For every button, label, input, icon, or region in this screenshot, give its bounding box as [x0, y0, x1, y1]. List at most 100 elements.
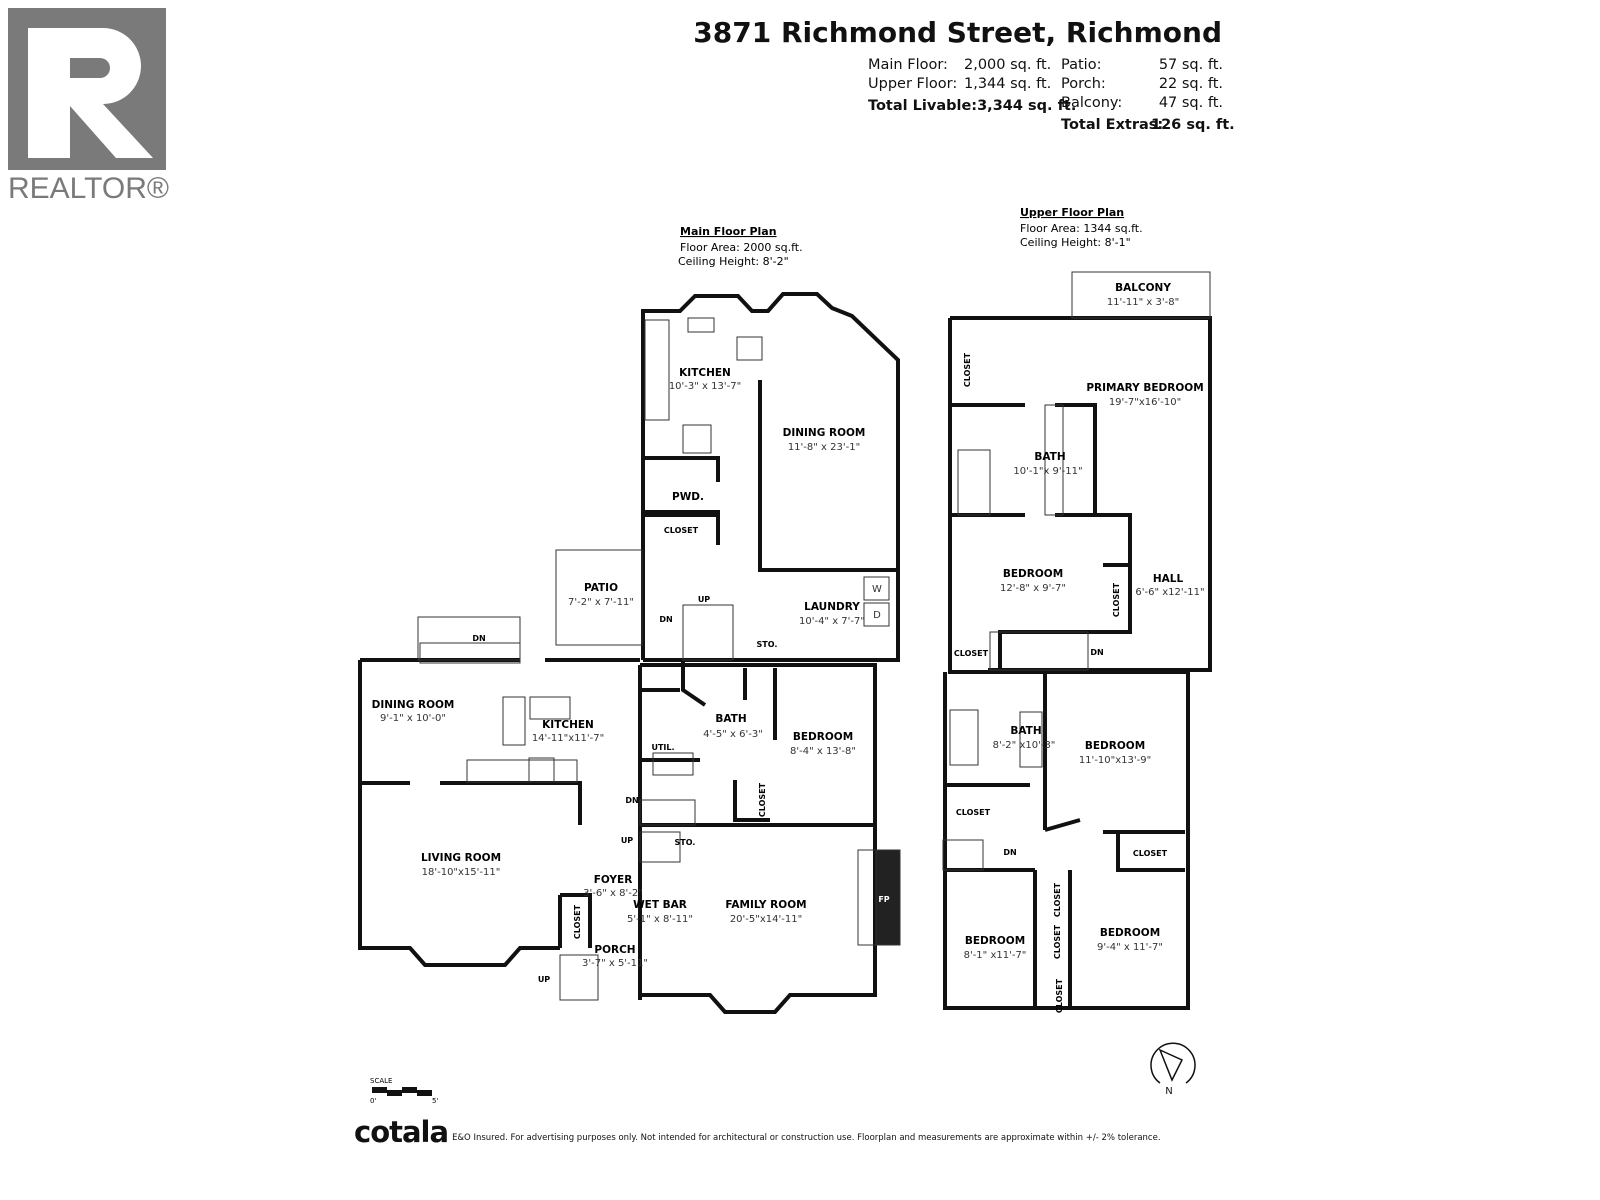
room-name: CLOSET — [664, 526, 699, 535]
room-dims: 14'-11"x11'-7" — [532, 733, 604, 744]
room-name: BEDROOM — [793, 731, 853, 743]
main-floor-ceiling: Ceiling Height: 8'-2" — [678, 255, 789, 268]
room-dims: 9'-4" x 11'-7" — [1097, 942, 1163, 953]
area-row: Main Floor: 2,000 sq. ft. — [868, 56, 1076, 75]
room-dims: 5'-1" x 8'-11" — [627, 914, 693, 925]
stairs-down-label: DN — [1090, 648, 1103, 657]
room-dims: 11'-10"x13'-9" — [1079, 755, 1151, 766]
area-label: Upper Floor: — [868, 76, 958, 92]
stairs-down-label: DN — [1003, 848, 1016, 857]
stairs-up-label: UP — [621, 836, 633, 845]
main-floor-area: Floor Area: 2000 sq.ft. — [680, 241, 803, 254]
room-name: BEDROOM — [965, 935, 1025, 947]
disclaimer: E&O Insured. For advertising purposes on… — [452, 1133, 1161, 1143]
upper-floor-heading: Upper Floor Plan — [1020, 206, 1124, 219]
room-name: CLOSET — [1133, 849, 1168, 858]
area-row: Balcony:47 sq. ft. — [1061, 94, 1223, 113]
stairs-up-label: UP — [698, 595, 710, 604]
area-value: 22 sq. ft. — [1158, 76, 1223, 92]
room-name: DINING ROOM — [372, 699, 455, 711]
room-name: CLOSET — [573, 904, 582, 939]
dryer-label: D — [873, 610, 881, 621]
room-name: CLOSET — [1053, 924, 1062, 959]
room-dims: 7'-2" x 7'-11" — [568, 597, 634, 608]
upper-floor-fixtures — [942, 271, 1211, 871]
room-name: PATIO — [584, 582, 618, 594]
room-dims: 10'-1"x 9'-11" — [1013, 466, 1082, 477]
room-dims: 19'-7"x16'-10" — [1109, 397, 1181, 408]
room-name: BALCONY — [1115, 282, 1171, 294]
balcony-outline — [1071, 271, 1211, 319]
stairs-up-label: UP — [538, 975, 550, 984]
area-label: Patio: — [1061, 57, 1102, 73]
room-dims: 6'-6" x12'-11" — [1135, 587, 1204, 598]
room-name: BEDROOM — [1003, 568, 1063, 580]
room-name: CLOSET — [1112, 582, 1121, 617]
area-label: Balcony: — [1061, 95, 1123, 111]
room-name: CLOSET — [963, 352, 972, 387]
main-floor-walls — [358, 292, 900, 1014]
stairs-down-label: DN — [659, 615, 672, 624]
room-dims: 11'-11" x 3'-8" — [1107, 297, 1179, 308]
room-dims: 8'-2" x10'-3" — [993, 740, 1056, 751]
room-name: PRIMARY BEDROOM — [1086, 382, 1203, 394]
washer-label: W — [872, 584, 882, 595]
room-name: HALL — [1153, 573, 1184, 585]
fireplace-label: FP — [878, 895, 889, 904]
room-name: KITCHEN — [679, 367, 731, 379]
footer: cotala E&O Insured. For advertising purp… — [354, 1115, 1161, 1149]
floor-areas: Main Floor: 2,000 sq. ft. Upper Floor: 1,3… — [868, 56, 1076, 116]
extra-areas: Patio: 57 sq. ft. Porch:22 sq. ft. Balcon… — [1061, 56, 1235, 135]
scale-end: 5' — [432, 1097, 438, 1105]
room-name: CLOSET — [758, 782, 767, 817]
area-label: Total Extras: — [1061, 117, 1164, 133]
area-label: Total Livable: — [868, 98, 978, 114]
area-row: Porch:22 sq. ft. — [1061, 75, 1223, 94]
room-dims: 3'-7" x 5'-11" — [582, 958, 648, 969]
room-name: PWD. — [672, 491, 704, 503]
upper-floor-labels: BALCONY 11'-11" x 3'-8" PRIMARY BEDROOM … — [954, 282, 1205, 1013]
total-extras: Total Extras:126 sq. ft. — [1061, 116, 1235, 135]
room-name: CLOSET — [1055, 978, 1064, 1013]
room-name: CLOSET — [956, 808, 991, 817]
room-name: DINING ROOM — [783, 427, 866, 439]
realtor-logo-text: REALTOR® — [8, 172, 170, 205]
room-name: LIVING ROOM — [421, 852, 501, 864]
room-dims: 12'-8" x 9'-7" — [1000, 583, 1066, 594]
room-dims: 10'-3" x 13'-7" — [669, 381, 741, 392]
area-value: 3,344 sq. ft. — [977, 98, 1077, 114]
room-dims: 20'-5"x14'-11" — [730, 914, 802, 925]
room-dims: 10'-4" x 7'-7" — [799, 616, 865, 627]
room-name: PORCH — [594, 944, 635, 956]
area-label: Main Floor: — [868, 57, 948, 73]
total-livable: Total Livable:3,344 sq. ft. — [868, 97, 1076, 116]
room-dims: 18'-10"x15'-11" — [422, 867, 501, 878]
property-address: 3871 Richmond Street, Richmond — [693, 16, 1222, 49]
room-dims: 9'-1" x 10'-0" — [380, 713, 446, 724]
room-name: BEDROOM — [1100, 927, 1160, 939]
area-row: Upper Floor: 1,344 sq. ft. — [868, 75, 1076, 94]
room-name: UTIL. — [651, 743, 674, 752]
area-value: 126 sq. ft. — [1151, 117, 1235, 133]
room-name: BATH — [1010, 725, 1041, 737]
upper-floor-area: Floor Area: 1344 sq.ft. — [1020, 222, 1143, 235]
room-name: FAMILY ROOM — [725, 899, 806, 911]
room-name: BATH — [1034, 451, 1065, 463]
room-dims: 11'-8" x 23'-1" — [788, 442, 860, 453]
realtor-logo-mark — [8, 8, 166, 170]
area-value: 57 sq. ft. — [1158, 57, 1223, 73]
room-dims: 8'-1" x11'-7" — [964, 950, 1027, 961]
scale-start: 0' — [370, 1097, 376, 1105]
room-name: CLOSET — [1053, 882, 1062, 917]
scale-label: SCALE — [370, 1077, 392, 1085]
area-value: 1,344 sq. ft. — [964, 76, 1052, 92]
stairs-down-label: DN — [472, 634, 485, 643]
room-name: CLOSET — [954, 649, 989, 658]
area-value: 2,000 sq. ft. — [964, 57, 1052, 73]
stairs-down-label: DN — [625, 796, 638, 805]
main-floor-fixtures — [417, 317, 901, 1001]
area-row: Patio: 57 sq. ft. — [1061, 56, 1223, 75]
room-dims: 3'-6" x 8'-2" — [583, 888, 643, 899]
compass-north-label: N — [1165, 1086, 1172, 1097]
